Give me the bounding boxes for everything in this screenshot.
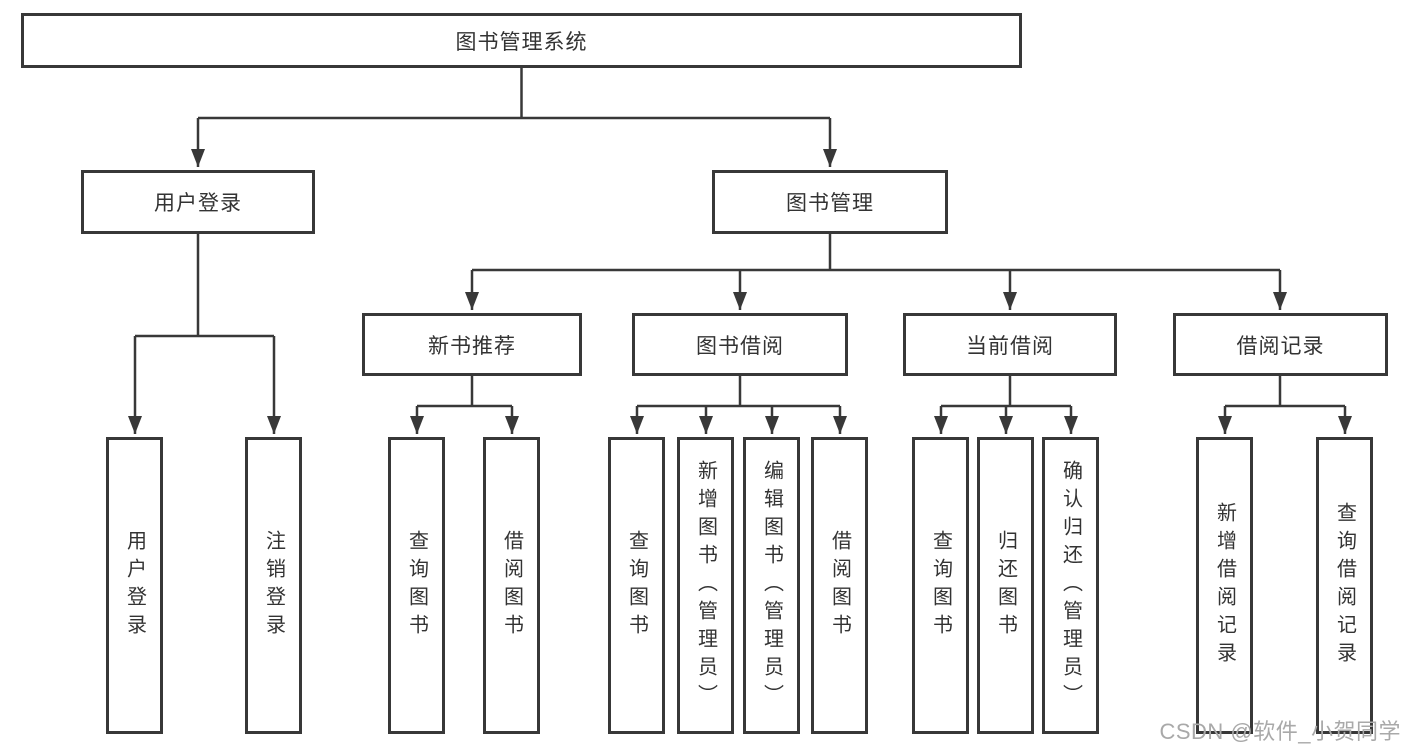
node-user-login-leaf: 用户登录	[106, 437, 163, 734]
node-logout: 注销登录	[245, 437, 302, 734]
node-book-management: 图书管理	[712, 170, 948, 234]
node-user-login: 用户登录	[81, 170, 315, 234]
node-label: 归还图书	[994, 529, 1017, 642]
node-label: 图书借阅	[696, 334, 784, 358]
node-new-book-recommendation: 新书推荐	[362, 313, 582, 376]
node-label: 查询图书	[929, 529, 952, 642]
node-confirm-return-admin: 确认归还（管理员）	[1042, 437, 1099, 734]
node-borrow-books: 借阅图书	[483, 437, 540, 734]
node-return-books: 归还图书	[977, 437, 1034, 734]
node-current-borrowing: 当前借阅	[903, 313, 1117, 376]
csdn-watermark: CSDN @软件_小贺同学	[1159, 719, 1401, 744]
node-book-borrowing: 图书借阅	[632, 313, 848, 376]
node-label: 借阅图书	[500, 529, 523, 642]
node-label: 查询借阅记录	[1333, 501, 1356, 670]
node-label: 借阅图书	[828, 529, 851, 642]
node-edit-books-admin: 编辑图书（管理员）	[743, 437, 800, 734]
node-borrowing-records: 借阅记录	[1173, 313, 1388, 376]
node-label: 用户登录	[123, 529, 146, 642]
node-library-system: 图书管理系统	[21, 13, 1022, 68]
node-label: 确认归还（管理员）	[1059, 459, 1082, 712]
node-label: 新增借阅记录	[1213, 501, 1236, 670]
node-query-books: 查询图书	[388, 437, 445, 734]
node-add-books-admin: 新增图书（管理员）	[677, 437, 734, 734]
node-label: 当前借阅	[966, 334, 1054, 358]
node-label: 新增图书（管理员）	[694, 459, 717, 712]
node-query-books: 查询图书	[912, 437, 969, 734]
node-label: 查询图书	[405, 529, 428, 642]
node-query-books: 查询图书	[608, 437, 665, 734]
node-label: 图书管理	[786, 192, 874, 215]
node-borrow-books: 借阅图书	[811, 437, 868, 734]
node-label: 用户登录	[154, 192, 242, 215]
node-query-borrow-record: 查询借阅记录	[1316, 437, 1373, 734]
node-label: 新书推荐	[428, 334, 516, 358]
node-label: 注销登录	[262, 529, 285, 642]
node-label: 图书管理系统	[455, 30, 588, 54]
node-add-borrow-record: 新增借阅记录	[1196, 437, 1253, 734]
node-label: 编辑图书（管理员）	[760, 459, 783, 712]
node-label: 借阅记录	[1236, 334, 1325, 358]
node-label: 查询图书	[625, 529, 648, 642]
